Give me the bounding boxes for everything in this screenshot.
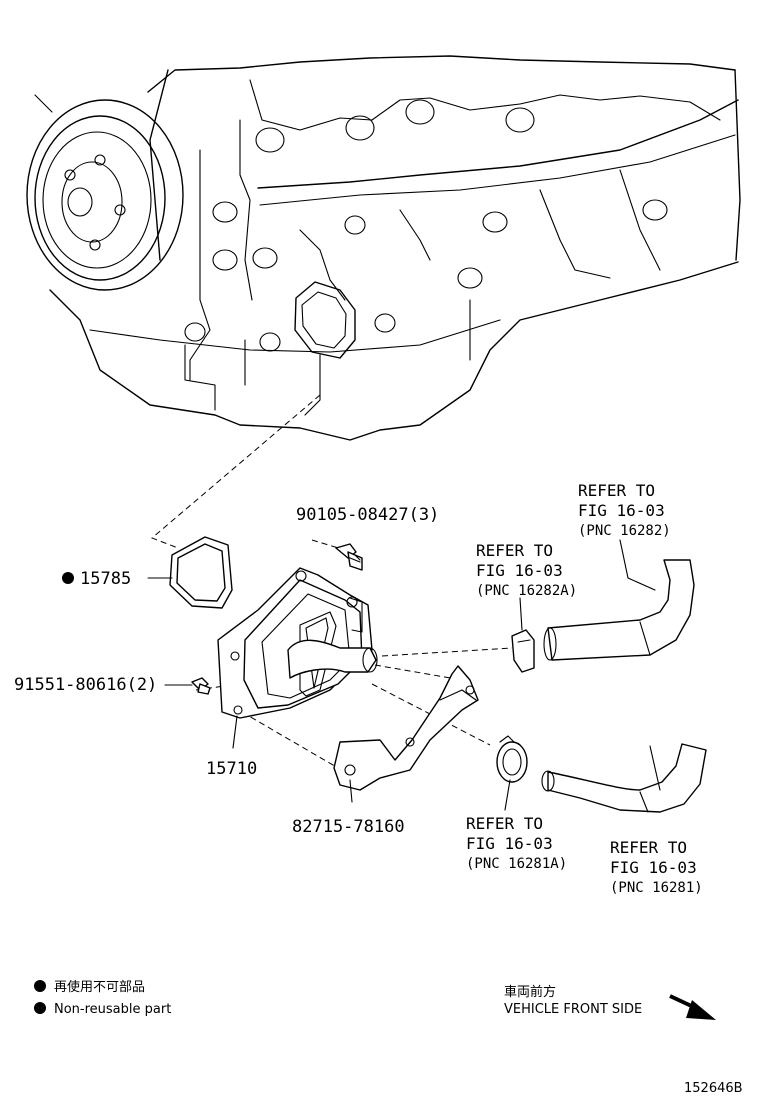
part-number-cooler: 15710: [206, 759, 257, 779]
part-number-gasket: 15785: [80, 569, 131, 589]
direction-en: VEHICLE FRONT SIDE: [504, 1002, 642, 1017]
refer-line2: FIG 16-03: [466, 834, 553, 853]
legend-en: Non-reusable part: [54, 1002, 171, 1017]
legend: 再使用不可部品 Non-reusable part: [34, 979, 171, 1017]
refer-lower-right: REFER TO FIG 16-03 (PNC 16281): [610, 838, 703, 896]
legend-bullet: [34, 1002, 46, 1014]
part-number-stud: 91551-80616(2): [14, 675, 157, 695]
direction-indicator: 車両前方 VEHICLE FRONT SIDE: [504, 984, 716, 1020]
refer-line1: REFER TO: [466, 814, 543, 833]
legend-jp: 再使用不可部品: [54, 979, 145, 995]
refer-lower-clamp: REFER TO FIG 16-03 (PNC 16281A): [466, 814, 567, 872]
bracket-part: [333, 665, 479, 791]
refer-pnc: (PNC 16281): [610, 880, 703, 896]
direction-jp: 車両前方: [504, 984, 556, 1000]
refer-mid-clamp: REFER TO FIG 16-03 (PNC 16282A): [476, 541, 577, 599]
refer-line2: FIG 16-03: [578, 501, 665, 520]
hose-lower: [541, 743, 707, 813]
gasket-part: [169, 536, 233, 609]
crank-pulley: [26, 94, 184, 291]
cooler-mount-boss: [294, 281, 356, 359]
label-gasket: 15785: [62, 569, 131, 589]
hose-upper: [543, 559, 695, 661]
refer-line1: REFER TO: [610, 838, 687, 857]
refer-pnc: (PNC 16281A): [466, 856, 567, 872]
stud-part: [191, 677, 211, 695]
clamp-upper: [511, 629, 535, 673]
refer-upper-right: REFER TO FIG 16-03 (PNC 16282): [578, 481, 671, 539]
clamp-lower: [496, 735, 528, 783]
arrow-down-right-icon: [669, 994, 716, 1020]
legend-bullet: [34, 980, 46, 992]
refer-line2: FIG 16-03: [476, 561, 563, 580]
refer-line1: REFER TO: [578, 481, 655, 500]
figure-id: 152646B: [684, 1081, 743, 1096]
engine-block-illustration: [26, 55, 741, 441]
refer-line2: FIG 16-03: [610, 858, 697, 877]
part-number-bolt: 90105-08427(3): [296, 505, 439, 525]
bolt-part: [335, 543, 363, 571]
non-reusable-marker: [62, 572, 74, 584]
oil-cooler-part: [217, 567, 378, 719]
refer-pnc: (PNC 16282): [578, 523, 671, 539]
callout-leaders: [147, 539, 661, 811]
part-number-bracket: 82715-78160: [292, 817, 405, 837]
refer-pnc: (PNC 16282A): [476, 583, 577, 599]
refer-line1: REFER TO: [476, 541, 553, 560]
